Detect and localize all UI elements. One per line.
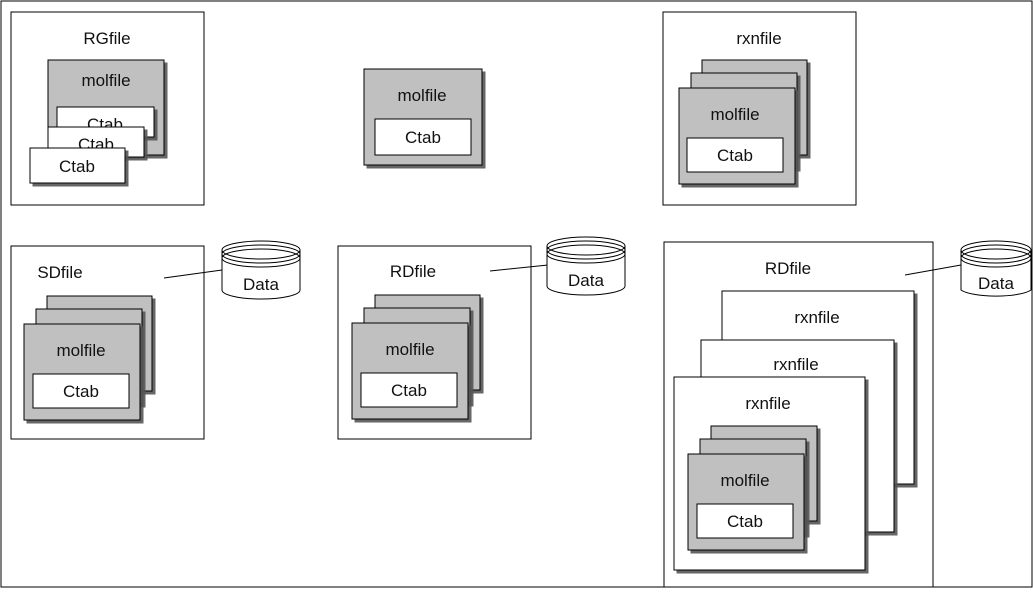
data-connector <box>163 269 223 279</box>
molfile-label: molfile <box>397 86 446 105</box>
ctab-box <box>374 118 472 156</box>
rxnfile-label: rxnfile <box>736 29 781 48</box>
ctab-box <box>696 503 794 539</box>
rxnfile-label: rxnfile <box>794 308 839 327</box>
rdfile-label: RDfile <box>765 259 811 278</box>
molfile-label: molfile <box>720 471 769 490</box>
data-connector <box>904 264 962 276</box>
ctab-box <box>29 147 126 184</box>
ctab-label: Ctab <box>63 382 99 401</box>
ctab-box <box>686 137 784 173</box>
ctab-label: Ctab <box>405 128 441 147</box>
data-label: Data <box>978 274 1014 293</box>
data-cylinder: Data <box>960 240 1032 297</box>
ctab-label: Ctab <box>717 146 753 165</box>
sdfile-group: SDfile molfile Ctab Data <box>10 240 301 440</box>
rxnfile-label: rxnfile <box>745 394 790 413</box>
molfile-label: molfile <box>385 340 434 359</box>
data-connector <box>489 264 549 272</box>
ctab-label: Ctab <box>727 512 763 531</box>
rdfile-group: RDfile molfile Ctab Data <box>337 236 626 440</box>
sdfile-label: SDfile <box>37 263 82 282</box>
molfile-standalone-group: molfile Ctab <box>363 68 483 166</box>
rgfile-group: RGfile molfile Ctab Ctab Ctab <box>10 11 205 206</box>
ctab-label: Ctab <box>391 381 427 400</box>
rxnfile-group: rxnfile molfile Ctab <box>662 11 857 206</box>
rgfile-label: RGfile <box>83 29 130 48</box>
data-cylinder: Data <box>546 236 626 296</box>
molfile-label: molfile <box>81 71 130 90</box>
data-label: Data <box>243 275 279 294</box>
molfile-label: molfile <box>710 105 759 124</box>
molfile-label: molfile <box>56 341 105 360</box>
rdfile-rxn-group: RDfile rxnfile rxnfile rxnfile molfile C… <box>663 240 1032 588</box>
ctab-box <box>32 373 130 409</box>
ctab-box <box>360 372 458 408</box>
ctab-label: Ctab <box>59 157 95 176</box>
rdfile-label: RDfile <box>390 262 436 281</box>
data-cylinder: Data <box>221 240 301 300</box>
rxnfile-label: rxnfile <box>773 355 818 374</box>
data-label: Data <box>568 271 604 290</box>
